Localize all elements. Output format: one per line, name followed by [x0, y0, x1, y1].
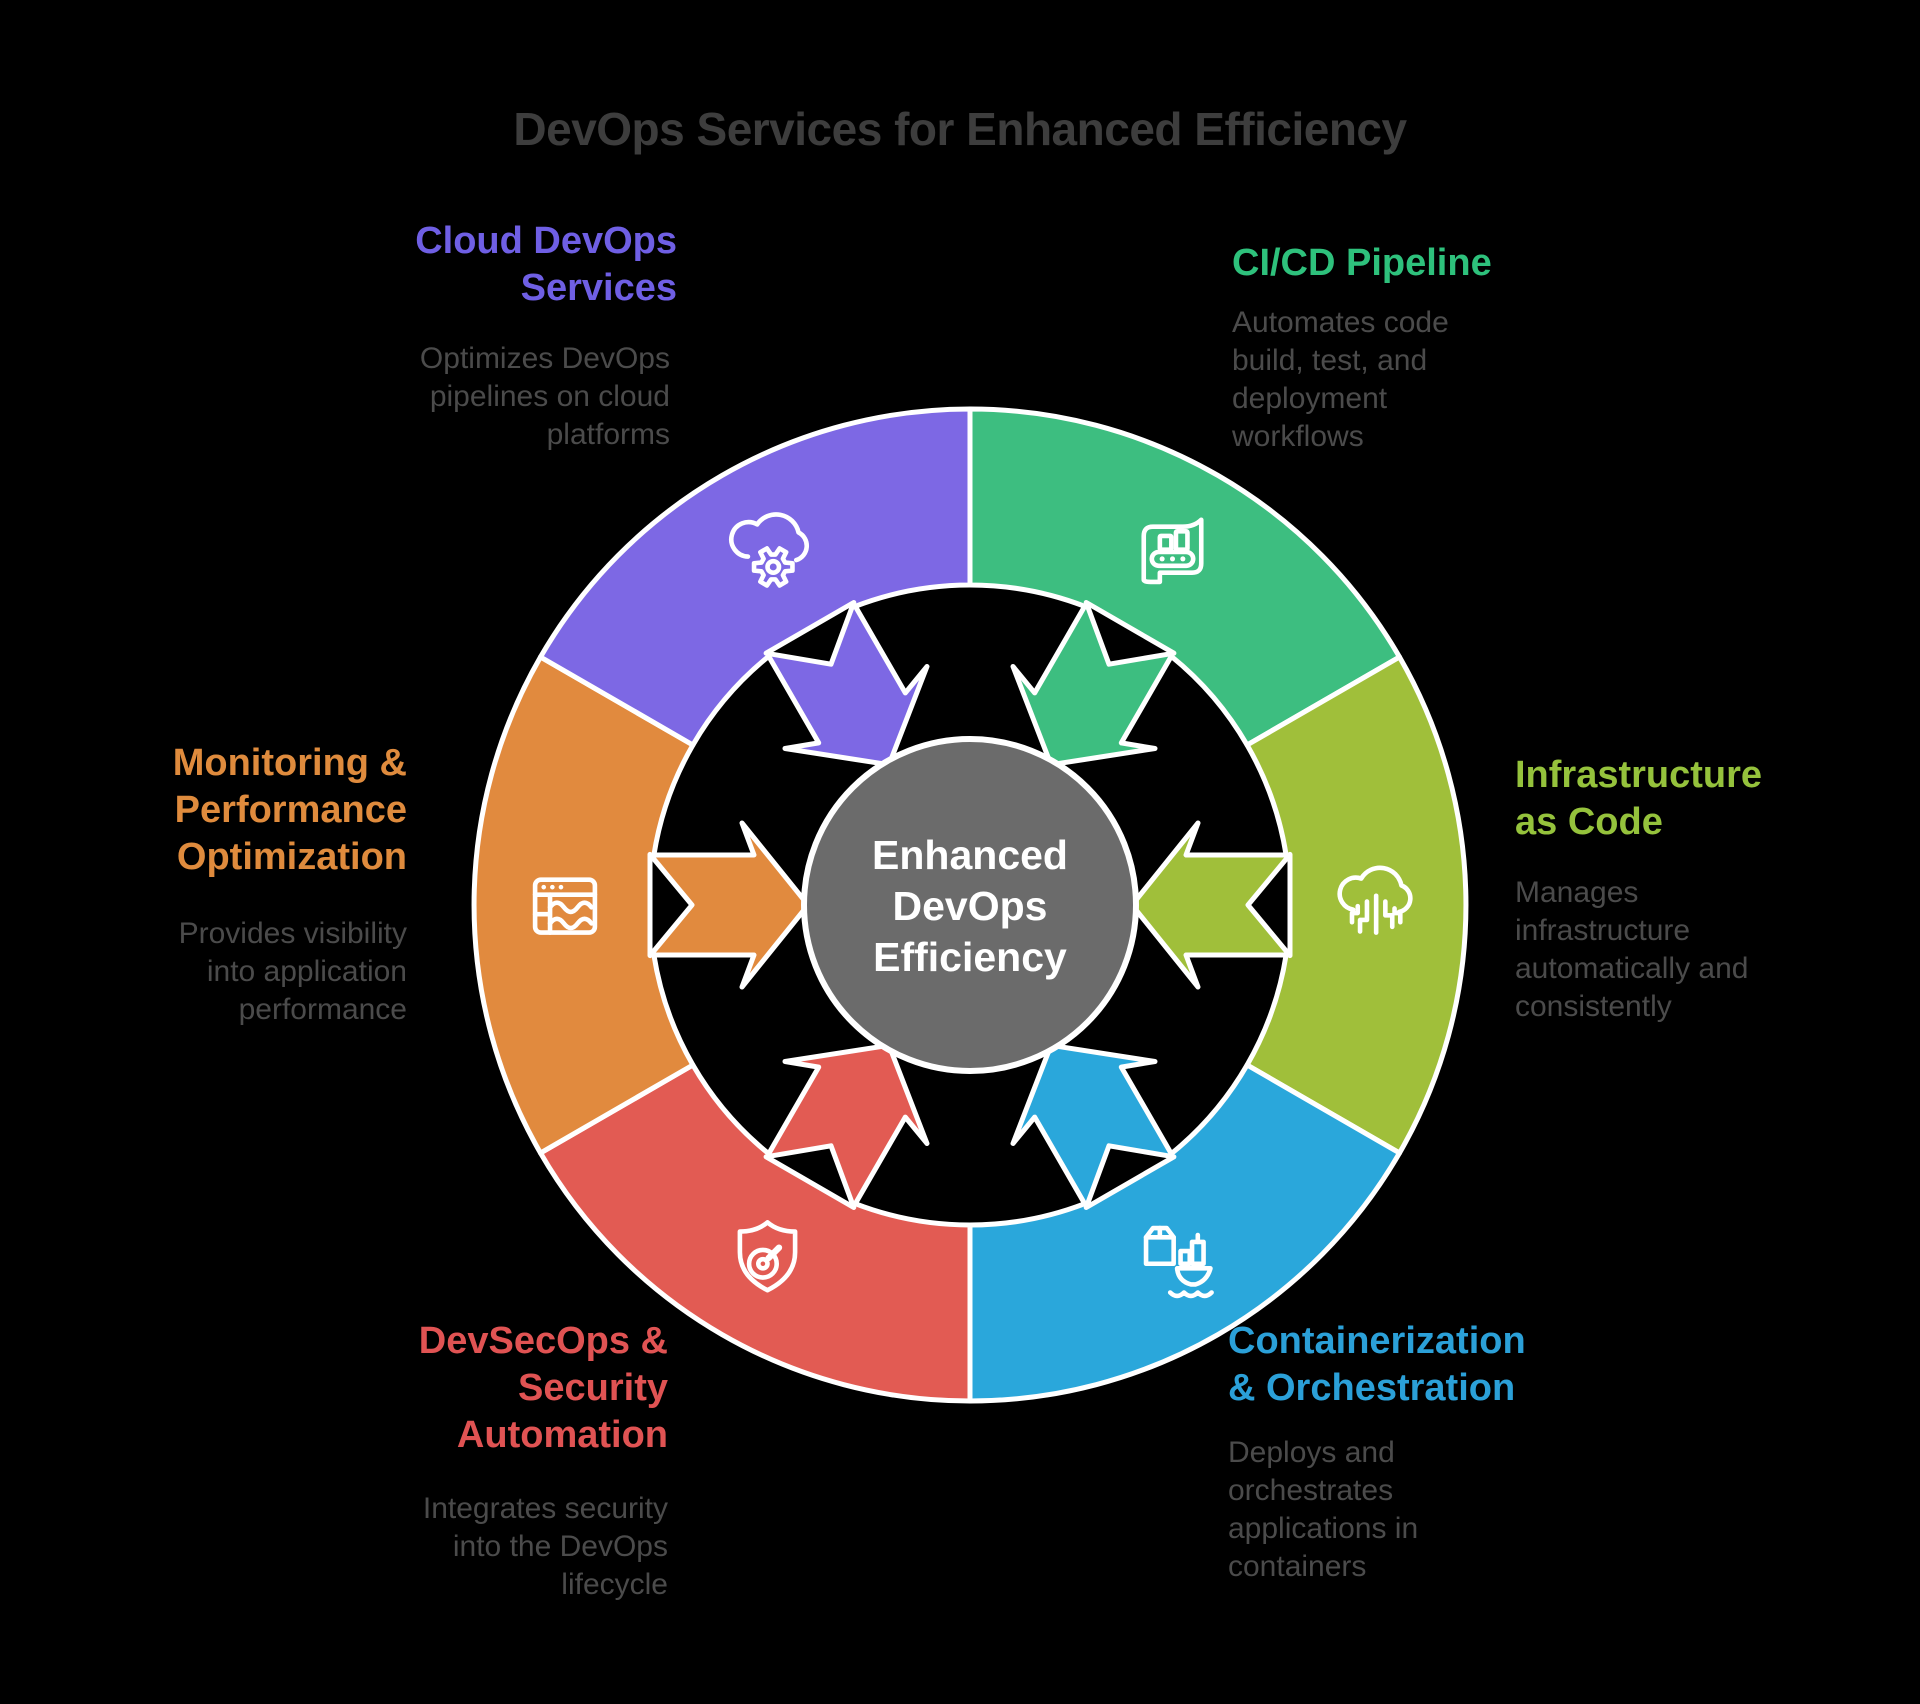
heading-infrastructure-as-code: Infrastructure as Code: [1515, 754, 1763, 843]
segment-cicd-arrow-notch: [1083, 600, 1177, 667]
heading-cloud-devops-services: Cloud DevOps Services: [415, 220, 677, 309]
segment-iac-arrow-notch: [1245, 851, 1293, 959]
description-cicd-pipeline: Automates code build, test, and deployme…: [1232, 306, 1449, 453]
segment-monitoring-arrow-notch: [647, 851, 695, 959]
segment-devsecops-arrow-notch: [763, 1143, 857, 1210]
description-devsecops-security-automation: Integrates security into the DevOps life…: [422, 1492, 668, 1601]
monitor-wave-icon: [532, 877, 598, 935]
heading-devsecops-security-automation: DevSecOps & Security Automation: [418, 1320, 668, 1456]
page-title: DevOps Services for Enhanced Efficiency: [513, 103, 1407, 155]
description-containerization-orchestration: Deploys and orchestrates applications in…: [1228, 1436, 1419, 1583]
cloud-gear-icon: [729, 512, 810, 588]
segment-cloud-arrow-notch: [763, 600, 857, 667]
shield-gauge-icon: [737, 1220, 798, 1293]
description-infrastructure-as-code: Manages infrastructure automatically and…: [1515, 876, 1749, 1023]
center-circle: [801, 736, 1139, 1074]
container-ship-icon: [1143, 1225, 1214, 1299]
center-label: Enhanced DevOps Efficiency: [872, 832, 1068, 980]
heading-cicd-pipeline: CI/CD Pipeline: [1232, 242, 1492, 284]
description-monitoring-performance-optimization: Provides visibility into application per…: [178, 917, 407, 1026]
cloud-circuit-icon: [1337, 865, 1413, 935]
segment-cloud: [538, 406, 973, 768]
heading-monitoring-performance-optimization: Monitoring & Performance Optimization: [172, 742, 407, 878]
description-cloud-devops-services: Optimizes DevOps pipelines on cloud plat…: [419, 342, 670, 451]
heading-containerization-orchestration: Containerization & Orchestration: [1228, 1320, 1526, 1409]
segment-container-arrow-notch: [1083, 1143, 1177, 1210]
pipeline-conveyor-icon: [1141, 517, 1204, 585]
